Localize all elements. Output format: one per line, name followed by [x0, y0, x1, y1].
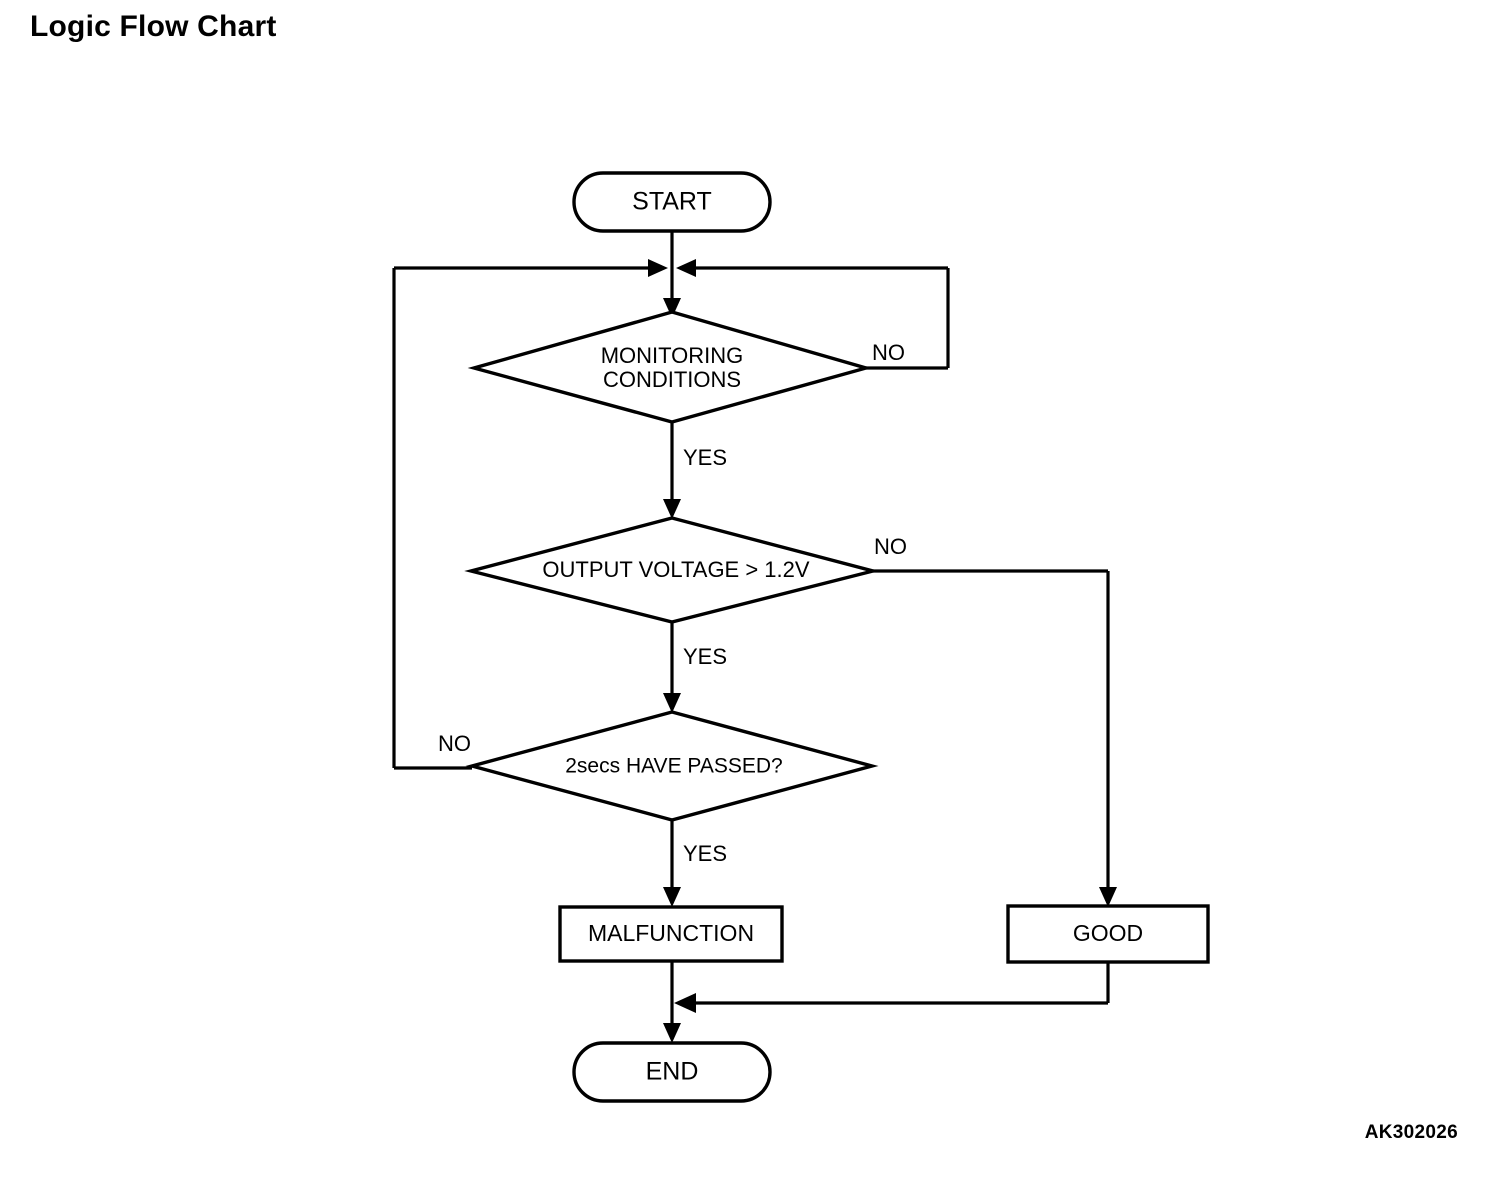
node-output-voltage[interactable]: OUTPUT VOLTAGE > 1.2V: [464, 516, 880, 624]
node-start-label: START: [632, 188, 712, 216]
edge-label-voltage-no: NO: [874, 534, 907, 559]
page-title: Logic Flow Chart: [30, 10, 277, 43]
node-malfunction-label: MALFUNCTION: [588, 920, 754, 946]
node-end[interactable]: END: [572, 1041, 772, 1103]
node-two-seconds-passed[interactable]: 2secs HAVE PASSED?: [465, 710, 879, 822]
node-two-seconds-label: 2secs HAVE PASSED?: [565, 755, 782, 778]
node-monitoring-label-line1: MONITORING: [601, 343, 744, 368]
node-good-label: GOOD: [1073, 920, 1143, 946]
node-end-label: END: [646, 1058, 699, 1086]
node-monitoring-label-line2: CONDITIONS: [603, 367, 741, 392]
node-good[interactable]: GOOD: [1006, 904, 1210, 964]
edge-good-to-end: [674, 962, 1110, 1013]
figure-id: AK302026: [1364, 1122, 1458, 1143]
edge-label-monitoring-no: NO: [872, 340, 905, 365]
edge-voltage-yes: [663, 622, 681, 713]
edge-start-to-monitoring: [663, 231, 681, 318]
edge-voltage-no: [873, 569, 1117, 907]
edge-label-monitoring-yes: YES: [683, 445, 727, 470]
node-start[interactable]: START: [572, 171, 772, 233]
edge-malfunction-to-end: [663, 961, 681, 1043]
edge-monitoring-no-loop: [676, 259, 950, 370]
edge-label-voltage-yes: YES: [683, 644, 727, 669]
edge-label-twosecs-no: NO: [438, 731, 471, 756]
node-monitoring-conditions[interactable]: MONITORING CONDITIONS: [467, 310, 873, 424]
node-output-voltage-label: OUTPUT VOLTAGE > 1.2V: [542, 557, 809, 582]
node-malfunction[interactable]: MALFUNCTION: [558, 905, 784, 963]
edge-monitoring-yes: [663, 422, 681, 519]
edge-label-twosecs-yes: YES: [683, 841, 727, 866]
edge-twosecs-no-loop: [392, 259, 668, 770]
edge-twosecs-yes: [663, 820, 681, 907]
